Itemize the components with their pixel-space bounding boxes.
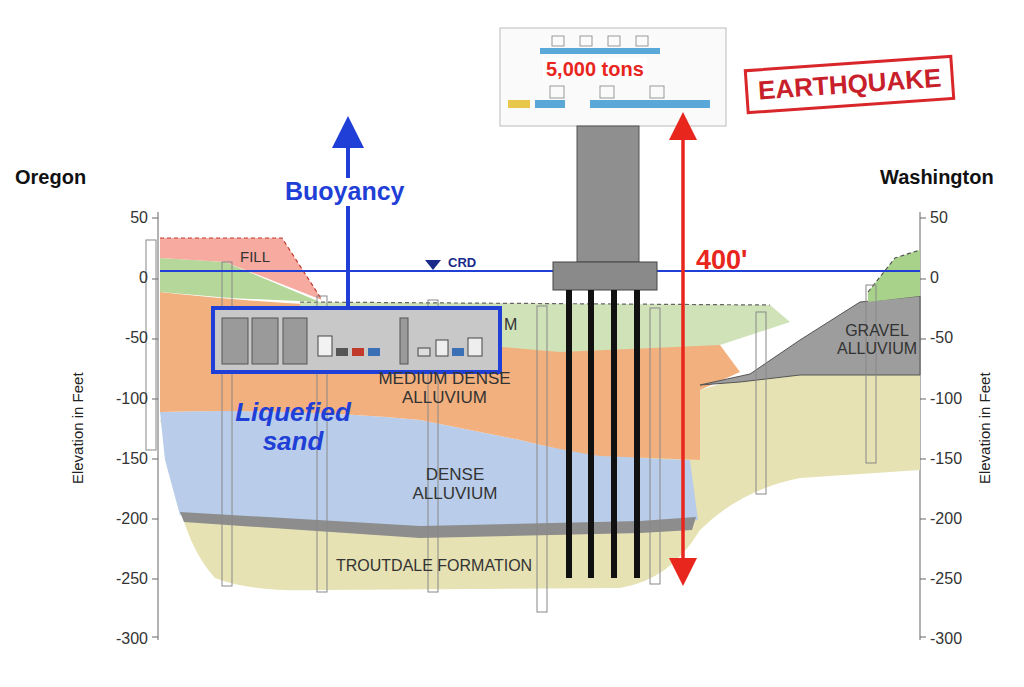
datum-label: CRD: [448, 256, 476, 270]
layer-name: GRAVEL ALLUVIUM: [832, 322, 922, 357]
stamp-box: EARTHQUAKE: [744, 55, 956, 115]
axis-number: -200: [930, 510, 970, 528]
axis-title: Elevation in Feet: [977, 372, 994, 484]
layer-name: MEDIUM DENSE ALLUVIUM: [362, 370, 527, 407]
axis-number: 50: [108, 209, 148, 227]
axis-number: -100: [930, 390, 970, 408]
dimension-label: 400': [696, 246, 747, 276]
stamp-text: EARTHQUAKE: [757, 63, 942, 107]
axis-number: -150: [930, 450, 970, 468]
axis-number: 0: [108, 269, 148, 287]
load-label: 5,000 tons: [543, 58, 647, 80]
condition-label: Liquefied sand: [208, 398, 378, 455]
layer-name: DENSE ALLUVIUM: [400, 466, 510, 503]
region-name: Washington: [880, 166, 994, 188]
layer-name: M: [504, 316, 517, 334]
axis-number: -50: [108, 329, 148, 347]
layer-name: FILL: [240, 249, 270, 266]
axis-number: -250: [930, 570, 970, 588]
layer-name: TROUTDALE FORMATION: [336, 557, 532, 575]
axis-number: -200: [108, 510, 148, 528]
axis-number: -300: [930, 630, 970, 648]
axis-number: 50: [930, 209, 970, 227]
axis-number: -250: [108, 570, 148, 588]
axis-number: -100: [108, 390, 148, 408]
axis-number: 0: [930, 269, 970, 287]
axis-number: -300: [108, 630, 148, 648]
force-label: Buoyancy: [282, 178, 407, 206]
axis-number: -50: [930, 329, 970, 347]
axis-title: Elevation in Feet: [70, 372, 87, 484]
axis-number: -150: [108, 450, 148, 468]
region-name: Oregon: [15, 166, 86, 188]
